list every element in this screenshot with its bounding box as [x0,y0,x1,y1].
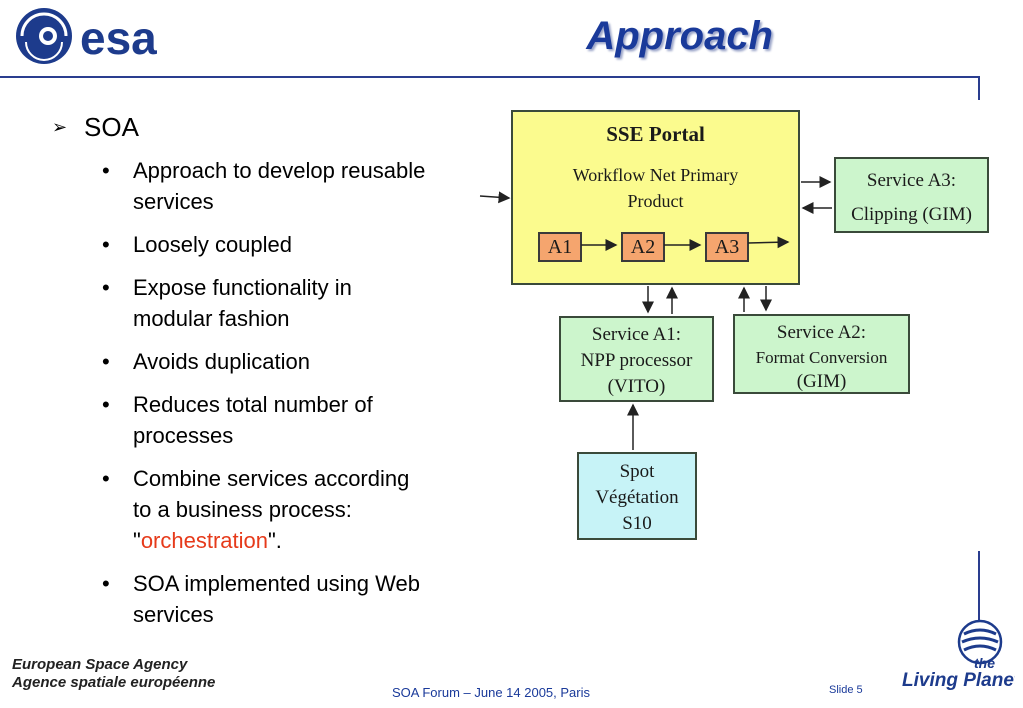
service-a3-box: Service A3: Clipping (GIM) [834,157,989,233]
spot-line: Végétation [595,487,679,508]
service-a2-box: Service A2: Format Conversion (GIM) [733,314,910,394]
orchestration-highlight: orchestration [140,528,268,553]
bullet-dot-icon: • [102,466,110,491]
heading-text: SOA [84,112,139,142]
list-item: • Loosely coupled [102,229,442,260]
esa-logo-text: esa [80,12,157,64]
list-item: • Approach to develop reusable services [102,155,442,217]
bullet-dot-icon: • [102,275,110,300]
combine-text: Combine services according to a business… [133,466,410,553]
list-item-text: Expose functionality in modular fashion [133,275,352,331]
spot-line: S10 [622,513,652,534]
right-divider-bottom [978,551,980,621]
service-a2-line: Service A2: [776,322,867,343]
step-a1: A1 [538,232,582,262]
service-a3-line: Clipping (GIM) [851,204,972,225]
right-divider-top [978,76,980,100]
list-item: • Combine services according to a busine… [102,463,442,556]
bullet-dot-icon: • [102,232,110,257]
spot-vegetation-box: Spot Végétation S10 [577,452,697,540]
slide-number: Slide 5 [829,684,863,696]
list-item-text: Reduces total number of processes [133,392,373,448]
sse-portal-title: SSE Portal [606,122,705,146]
list-item-text: Approach to develop reusable services [133,158,426,214]
service-a2-line: (GIM) [796,371,847,392]
bullet-list: ➢ SOA • Approach to develop reusable ser… [52,112,442,642]
list-item: • Reduces total number of processes [102,389,442,451]
step-a3: A3 [705,232,749,262]
bullet-dot-icon: • [102,571,110,596]
sse-portal-subtitle: Workflow Net Primary Product [572,165,739,211]
bullet-dot-icon: • [102,392,110,417]
service-a1-line: Service A1: [591,324,682,345]
living-planet-logo: the Living Planet [902,619,1015,691]
service-a3-line: Service A3: [866,170,957,191]
sse-portal-box: SSE Portal Workflow Net Primary Product … [511,110,800,285]
agency-name-en: European Space Agency [12,656,188,673]
service-a1-line: NPP processor [580,350,693,371]
living-planet-text: Living Planet [902,670,1015,691]
bullet-dot-icon: • [102,158,110,183]
combine-text-end: ". [268,528,282,553]
slide-title: Approach [586,14,773,58]
list-item-text: Loosely coupled [133,232,293,257]
list-item: • SOA implemented using Web services [102,568,442,630]
agency-name-fr: Agence spatiale européenne [12,674,216,691]
arrow-bullet-icon: ➢ [52,117,68,137]
heading-item: ➢ SOA [52,112,442,143]
step-a2: A2 [621,232,665,262]
footer-event: SOA Forum – June 14 2005, Paris [392,685,590,700]
list-item-text: SOA implemented using Web services [133,571,420,627]
list-item-text: Combine services according to a business… [133,463,433,556]
list-item: • Expose functionality in modular fashio… [102,272,442,334]
esa-logo: esa [16,8,157,64]
spot-line: Spot [619,461,655,482]
agency-name: European Space Agency Agence spatiale eu… [12,656,215,692]
list-item-text: Avoids duplication [133,349,310,374]
service-a2-line: Format Conversion [755,348,888,367]
header-divider [0,76,980,78]
living-planet-the: the [974,655,995,671]
service-a1-line: (VITO) [607,376,666,397]
list-item: • Avoids duplication [102,346,442,377]
arrow-input-to-portal [479,191,511,204]
service-a1-box: Service A1: NPP processor (VITO) [559,316,714,402]
bullet-dot-icon: • [102,349,110,374]
